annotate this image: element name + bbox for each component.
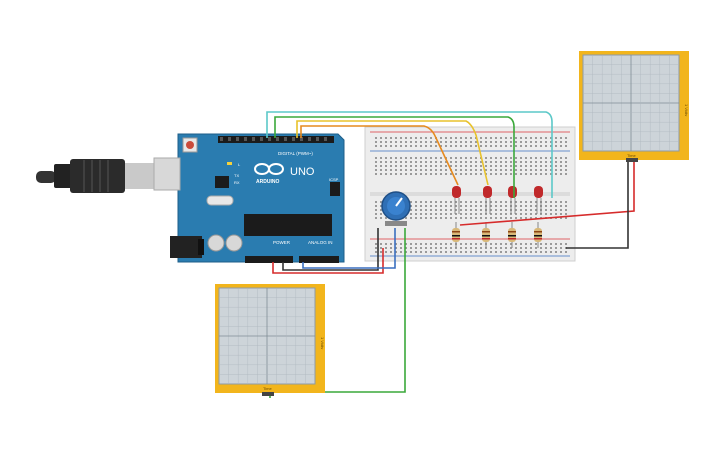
icsp-label: ICSP (329, 177, 339, 182)
resistor-3 (508, 222, 516, 248)
capacitors (207, 234, 243, 252)
dc-jack-icon (170, 236, 204, 258)
model-text: UNO (290, 166, 315, 178)
probe-terminal-top[interactable] (626, 158, 638, 162)
small-chip (215, 176, 229, 188)
breadboard-holes (375, 137, 567, 253)
power-header (245, 256, 293, 263)
oscilloscope-top-grid (583, 55, 679, 151)
status-led (227, 162, 232, 165)
wire-teal (266, 111, 553, 198)
analog-header (299, 256, 339, 263)
wire-red-5v (272, 248, 384, 274)
oscilloscope-top-time-label: Time (627, 153, 637, 158)
reset-button-icon[interactable] (182, 137, 198, 153)
resistor-1 (452, 222, 460, 248)
oscilloscope-bottom-time-label: Time (263, 386, 273, 391)
led-1 (452, 186, 461, 214)
wire-blue-analog (302, 228, 396, 269)
power-label: POWER (273, 240, 291, 245)
oscilloscope-top[interactable]: 1 V/div Time (579, 51, 689, 162)
usb-port (153, 157, 181, 191)
tx-label: TX (234, 173, 239, 178)
arduino-uno-board[interactable]: DIGITAL (PWM~) ARDUINO UNO L TX RX ICSP … (153, 133, 345, 263)
wire-black-scope-top (566, 162, 629, 249)
potentiometer-icon[interactable] (381, 191, 411, 226)
rx-label: RX (234, 180, 240, 185)
oscilloscope-bottom-grid (219, 288, 315, 384)
led-4 (534, 186, 543, 214)
resistor-4 (534, 222, 542, 248)
led-2 (483, 186, 492, 214)
crystal (206, 195, 234, 206)
resistor-2 (482, 222, 490, 248)
oscilloscope-bottom-side-label: 1 V/div (320, 337, 325, 349)
wire-yellow (296, 120, 489, 186)
probe-terminal-bottom[interactable] (262, 392, 274, 396)
analog-label: ANALOG IN (308, 240, 333, 245)
arduino-logo-text: ARDUINO (256, 179, 279, 185)
oscilloscope-bottom[interactable]: 1 V/div Time (215, 284, 325, 396)
l-led-label: L (238, 162, 241, 167)
resistors[interactable] (452, 222, 542, 248)
atmega-chip (244, 214, 332, 236)
center-channel (370, 192, 570, 196)
wire-orange (300, 125, 459, 186)
wire-green-digital (274, 116, 515, 198)
digital-label: DIGITAL (PWM~) (278, 151, 313, 156)
arduino-logo-icon (254, 163, 284, 175)
oscilloscope-top-side-label: 1 V/div (684, 104, 689, 116)
icsp-header (330, 182, 340, 196)
wire-red-scope-top (459, 162, 635, 226)
wire-black-gnd (282, 228, 379, 271)
